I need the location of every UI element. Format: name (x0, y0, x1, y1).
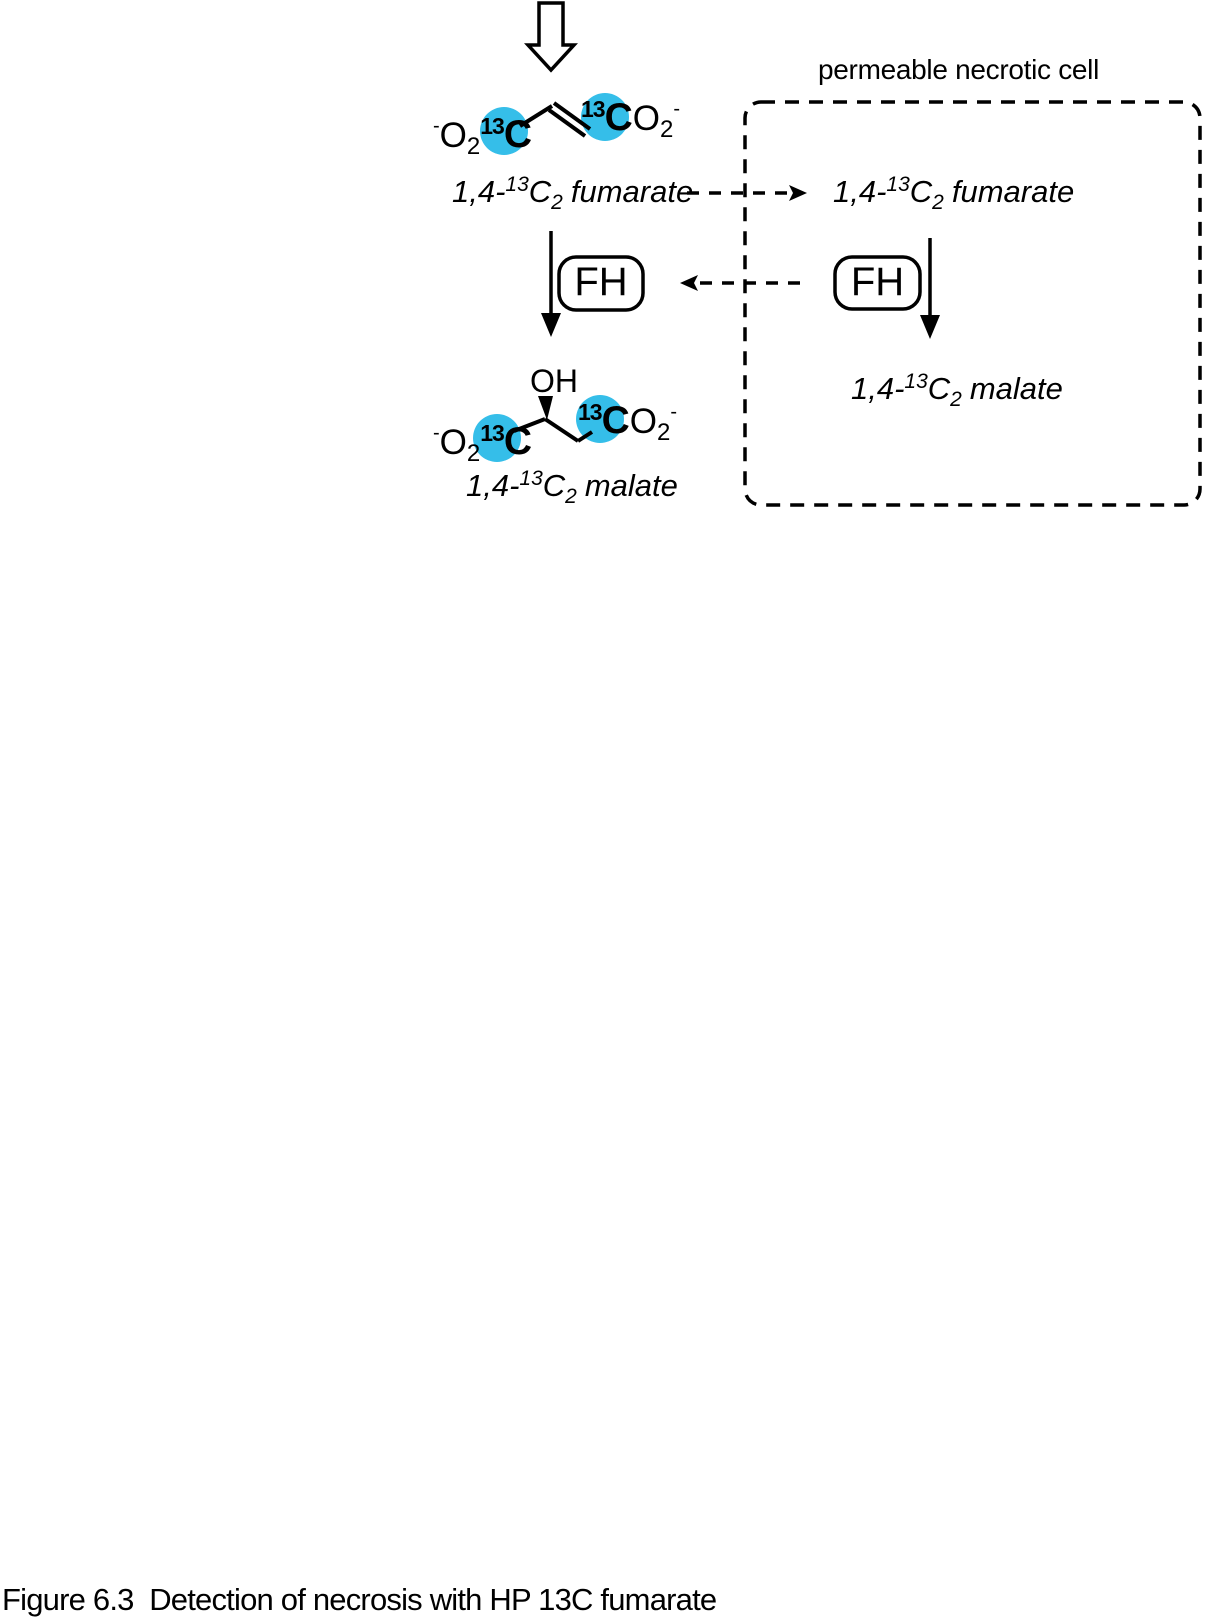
label-count: 2 (551, 191, 563, 214)
down-arrow-icon (524, 1, 578, 73)
c4-highlight-circle (576, 395, 624, 443)
label-name: malate (584, 468, 678, 503)
malate-isotope-highlights (473, 395, 624, 462)
isotope-13-superscript: 13 (480, 420, 505, 446)
charge-minus: - (670, 401, 678, 423)
label-prefix: 1,4- (833, 174, 887, 209)
c1-highlight-circle (473, 414, 521, 462)
fumarate-left-carboxylate: -O213C (433, 115, 532, 159)
dashed-arrow-fh-release (680, 275, 800, 291)
label-prefix: 1,4- (466, 468, 520, 503)
label-carbon: C (909, 174, 933, 209)
charge-minus: - (433, 422, 440, 444)
c1-highlight-circle (480, 107, 528, 155)
label-name: fumarate (951, 174, 1075, 209)
isotope-13-superscript: 13 (578, 399, 603, 425)
label-prefix: 1,4- (452, 174, 506, 209)
fumarate-label-outside: 1,4-13C2 fumarate (452, 174, 693, 213)
label-name: fumarate (570, 174, 694, 209)
malate-right-carboxylate: 13CO2- (578, 401, 677, 445)
oxygen-atom: O (439, 423, 467, 462)
label-count: 2 (950, 388, 962, 411)
oxygen-atom: O (629, 402, 657, 441)
necrotic-cell-boundary (743, 100, 1202, 507)
malate-left-carboxylate: -O213C (433, 422, 532, 466)
malate-label-inside: 1,4-13C2 malate (851, 371, 1063, 410)
c4-highlight-circle (581, 93, 629, 141)
enzyme-box-right (833, 255, 922, 311)
label-isotope: 13 (904, 370, 928, 393)
charge-minus: - (433, 115, 440, 137)
oxygen-atom: O (632, 99, 660, 138)
carbon-atom: C (503, 113, 533, 156)
label-carbon: C (528, 174, 552, 209)
dashed-arrow-fumarate-into-cell (687, 185, 807, 201)
fumarate-isotope-highlights (480, 93, 629, 155)
label-count: 2 (565, 485, 577, 508)
stereo-wedge-bond (538, 396, 553, 420)
isotope-13-superscript: 13 (480, 113, 505, 139)
oxygen-count: 2 (466, 440, 481, 467)
malate-label-outside: 1,4-13C2 malate (466, 468, 678, 507)
label-carbon: C (927, 371, 951, 406)
label-isotope: 13 (505, 173, 529, 196)
enzyme-label-left: FH (574, 260, 628, 304)
cell-title: permeable necrotic cell (818, 54, 1100, 85)
oxygen-count: 2 (657, 419, 671, 446)
label-isotope: 13 (886, 173, 910, 196)
charge-minus: - (673, 98, 681, 120)
enzyme-label-right: FH (850, 260, 905, 304)
figure-caption: Figure 6.3 Detection of necrosis with HP… (2, 1582, 717, 1617)
oxygen-count: 2 (660, 116, 674, 143)
reaction-arrow-left (541, 231, 561, 337)
oxygen-atom: O (439, 116, 467, 155)
carbon-atom: C (503, 420, 533, 463)
isotope-13-superscript: 13 (581, 96, 606, 122)
reaction-arrow-right (920, 238, 940, 339)
carbon-atom: C (601, 399, 630, 442)
label-prefix: 1,4- (851, 371, 905, 406)
fumarate-bonds (518, 101, 592, 138)
hydroxyl-label: OH (530, 363, 578, 399)
oxygen-count: 2 (466, 133, 481, 160)
carbon-atom: C (604, 96, 633, 139)
label-count: 2 (932, 191, 944, 214)
fumarate-right-carboxylate: 13CO2- (581, 98, 680, 142)
label-name: malate (969, 371, 1063, 406)
malate-bonds (513, 417, 594, 443)
enzyme-box-left (557, 255, 645, 312)
fumarate-label-inside: 1,4-13C2 fumarate (833, 174, 1074, 213)
label-isotope: 13 (519, 467, 543, 490)
label-carbon: C (542, 468, 566, 503)
